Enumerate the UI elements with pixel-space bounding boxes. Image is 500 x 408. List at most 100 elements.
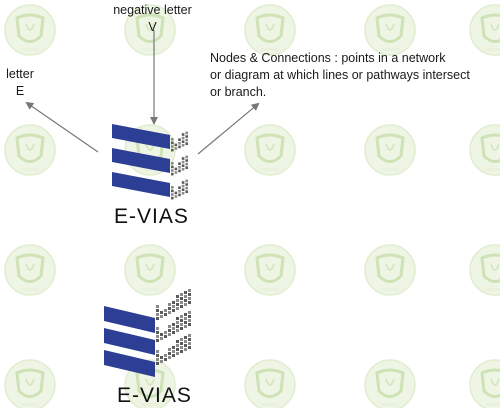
- annotation-line: V: [148, 20, 157, 34]
- node-square: [168, 325, 171, 328]
- node-square: [180, 315, 183, 318]
- node-square: [160, 333, 163, 336]
- node-square: [168, 303, 171, 306]
- node-square: [174, 147, 178, 150]
- node-square: [174, 143, 178, 147]
- node-square: [168, 352, 171, 355]
- arrow-to-letter-e: [25, 101, 99, 153]
- node-square: [171, 165, 174, 169]
- annotation-line: Nodes & Connections : points in a networ…: [210, 51, 446, 65]
- logo-nodes: [156, 289, 191, 365]
- node-square: [174, 191, 178, 195]
- node-square: [174, 167, 178, 171]
- node-square: [156, 358, 159, 361]
- node-square: [188, 334, 191, 337]
- node-square: [168, 329, 171, 332]
- logo-bar: [104, 306, 155, 333]
- node-square: [171, 189, 174, 193]
- node-square: [178, 169, 181, 173]
- node-square: [176, 295, 179, 298]
- node-square: [171, 186, 174, 189]
- node-square: [171, 169, 174, 172]
- node-square: [176, 340, 179, 343]
- node-square: [180, 301, 183, 304]
- logo-mark-secondary: [104, 289, 191, 377]
- node-square: [168, 333, 171, 336]
- node-square: [156, 327, 159, 330]
- node-square: [181, 133, 185, 136]
- node-square: [184, 348, 187, 351]
- node-square: [156, 335, 159, 338]
- annotation-line: letter: [6, 67, 34, 81]
- node-square: [168, 307, 171, 310]
- node-square: [188, 301, 191, 304]
- node-square: [176, 303, 179, 306]
- node-square: [171, 162, 174, 165]
- annotation-line: or branch.: [210, 85, 267, 99]
- node-square: [176, 325, 179, 328]
- node-square: [185, 138, 188, 142]
- node-square: [180, 319, 183, 322]
- node-square: [188, 342, 191, 345]
- node-square: [171, 141, 174, 145]
- node-square: [171, 148, 174, 152]
- node-square: [180, 346, 183, 349]
- node-square: [181, 181, 185, 184]
- node-square: [184, 336, 187, 339]
- node-square: [172, 305, 175, 308]
- node-square: [164, 358, 167, 361]
- node-square: [188, 323, 191, 326]
- node-square: [185, 135, 188, 138]
- node-square: [174, 171, 178, 174]
- node-square: [180, 323, 183, 326]
- node-square: [176, 344, 179, 347]
- node-square: [172, 301, 175, 304]
- logo-bar: [112, 172, 170, 197]
- node-square: [181, 136, 185, 140]
- node-square: [164, 331, 167, 334]
- node-square: [184, 299, 187, 302]
- node-square: [184, 317, 187, 320]
- node-square: [188, 293, 191, 296]
- node-square: [168, 311, 171, 314]
- node-square: [181, 184, 185, 188]
- node-square: [168, 356, 171, 359]
- node-square: [184, 303, 187, 306]
- logo-wordmark-secondary: E-VIAS: [117, 384, 192, 407]
- node-square: [180, 327, 183, 330]
- node-square: [181, 160, 185, 164]
- node-square: [188, 338, 191, 341]
- node-square: [172, 350, 175, 353]
- node-square: [160, 356, 163, 359]
- node-square: [176, 348, 179, 351]
- logo-bar: [112, 148, 170, 173]
- annotation-line: negative letter: [113, 3, 192, 17]
- node-square: [156, 309, 159, 312]
- node-square: [180, 293, 183, 296]
- node-square: [188, 289, 191, 292]
- node-square: [172, 331, 175, 334]
- node-square: [185, 186, 188, 190]
- node-square: [172, 323, 175, 326]
- node-square: [185, 162, 188, 166]
- node-square: [178, 166, 181, 169]
- node-square: [156, 305, 159, 308]
- node-square: [185, 190, 188, 193]
- node-square: [178, 162, 181, 165]
- logo-bar: [104, 328, 155, 355]
- node-square: [185, 131, 188, 135]
- node-square: [180, 305, 183, 308]
- node-square: [156, 350, 159, 353]
- arrow-to-nodes: [197, 102, 260, 155]
- node-square: [156, 313, 159, 316]
- logo-bar: [104, 350, 155, 377]
- node-square: [176, 329, 179, 332]
- node-square: [164, 313, 167, 316]
- node-square: [188, 315, 191, 318]
- node-square: [184, 344, 187, 347]
- node-square: [185, 179, 188, 183]
- node-square: [168, 348, 171, 351]
- node-square: [178, 190, 181, 193]
- node-square: [156, 331, 159, 334]
- node-square: [174, 195, 178, 198]
